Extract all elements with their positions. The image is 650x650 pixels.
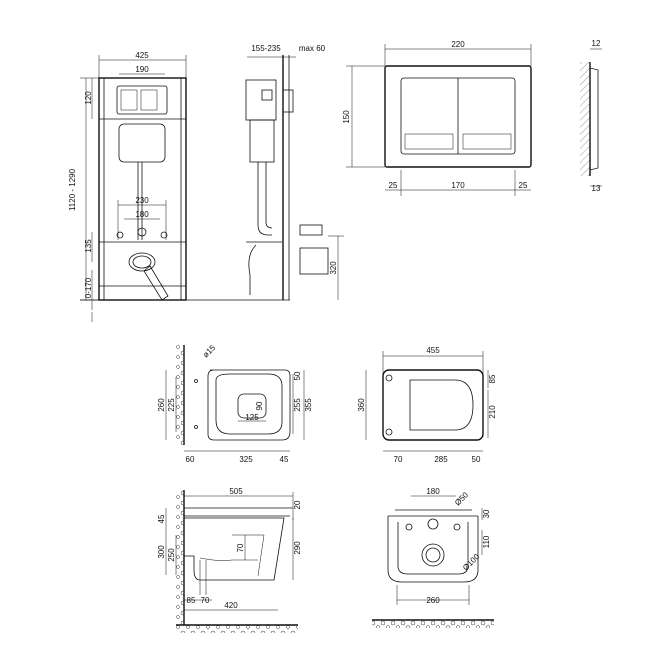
dim-70-side: 70: [236, 543, 245, 552]
dim-425: 425: [135, 51, 149, 60]
dim-255: 255: [293, 398, 302, 412]
dim-155-235: 155-235: [251, 44, 281, 53]
dim-360: 360: [357, 398, 366, 412]
dim-250: 250: [167, 548, 176, 562]
button-side-view: 12 13: [580, 39, 602, 193]
dim-12: 12: [592, 39, 601, 48]
dim-125: 125: [245, 413, 259, 422]
dim-13: 13: [592, 184, 601, 193]
bowl-top-view: ø15 260 225 125 90 255 355 50 60 325 45: [157, 343, 313, 464]
floor-hatch: [176, 624, 298, 633]
dim-45-side: 45: [157, 514, 166, 523]
dim-285: 285: [434, 455, 448, 464]
dim-20: 20: [293, 500, 302, 509]
dim-85: 85: [488, 374, 497, 383]
dim-220: 220: [451, 40, 465, 49]
bowl-side-view: 505 20 45 300 250 70 290 85 70 420: [157, 487, 302, 625]
seat-top-view: 455 360 85 210 70 285 50: [357, 346, 497, 464]
dim-260: 260: [157, 398, 166, 412]
dim-70: 70: [394, 455, 403, 464]
dim-135: 135: [84, 239, 93, 253]
frame-front-view: 425 190 230 180: [68, 51, 290, 322]
dim-0-170: 0-170: [84, 277, 93, 298]
dim-110: 110: [482, 535, 491, 548]
dim-max-60: max 60: [299, 44, 326, 53]
dim-505: 505: [229, 487, 243, 496]
dim-o15: ø15: [201, 343, 218, 360]
dim-85-side: 85: [187, 596, 196, 605]
dim-290: 290: [293, 541, 302, 555]
dim-45: 45: [280, 455, 289, 464]
dim-30: 30: [482, 509, 491, 518]
bowl-back-view: 180 Ø50 Ø100 30 110 260: [372, 487, 494, 628]
dim-o100: Ø100: [461, 552, 482, 573]
dim-210: 210: [488, 405, 497, 419]
dim-1120-1290: 1120 - 1290: [68, 168, 77, 211]
dim-325: 325: [239, 455, 253, 464]
frame-side-view: 155-235 max 60 320: [245, 44, 344, 300]
dim-320: 320: [329, 261, 338, 275]
dim-90: 90: [255, 401, 264, 410]
dim-25-left: 25: [389, 181, 398, 190]
dim-300: 300: [157, 545, 166, 559]
dim-170: 170: [451, 181, 465, 190]
dim-225: 225: [167, 398, 176, 412]
dim-420: 420: [224, 601, 238, 610]
dim-120: 120: [84, 91, 93, 105]
dim-190: 190: [135, 65, 149, 74]
dim-230: 230: [135, 196, 149, 205]
dim-60: 60: [186, 455, 195, 464]
dim-180: 180: [135, 210, 149, 219]
dim-150: 150: [342, 110, 351, 124]
dim-25-right: 25: [519, 181, 528, 190]
dim-260-back: 260: [426, 596, 440, 605]
dim-180-back: 180: [426, 487, 440, 496]
dim-50: 50: [293, 371, 302, 380]
dim-355: 355: [304, 398, 313, 412]
dim-o50: Ø50: [453, 490, 470, 507]
dim-70b-side: 70: [201, 596, 210, 605]
button-front-view: 220 150 25 170 25: [342, 40, 532, 196]
dim-50b: 50: [472, 455, 481, 464]
dim-455: 455: [426, 346, 440, 355]
